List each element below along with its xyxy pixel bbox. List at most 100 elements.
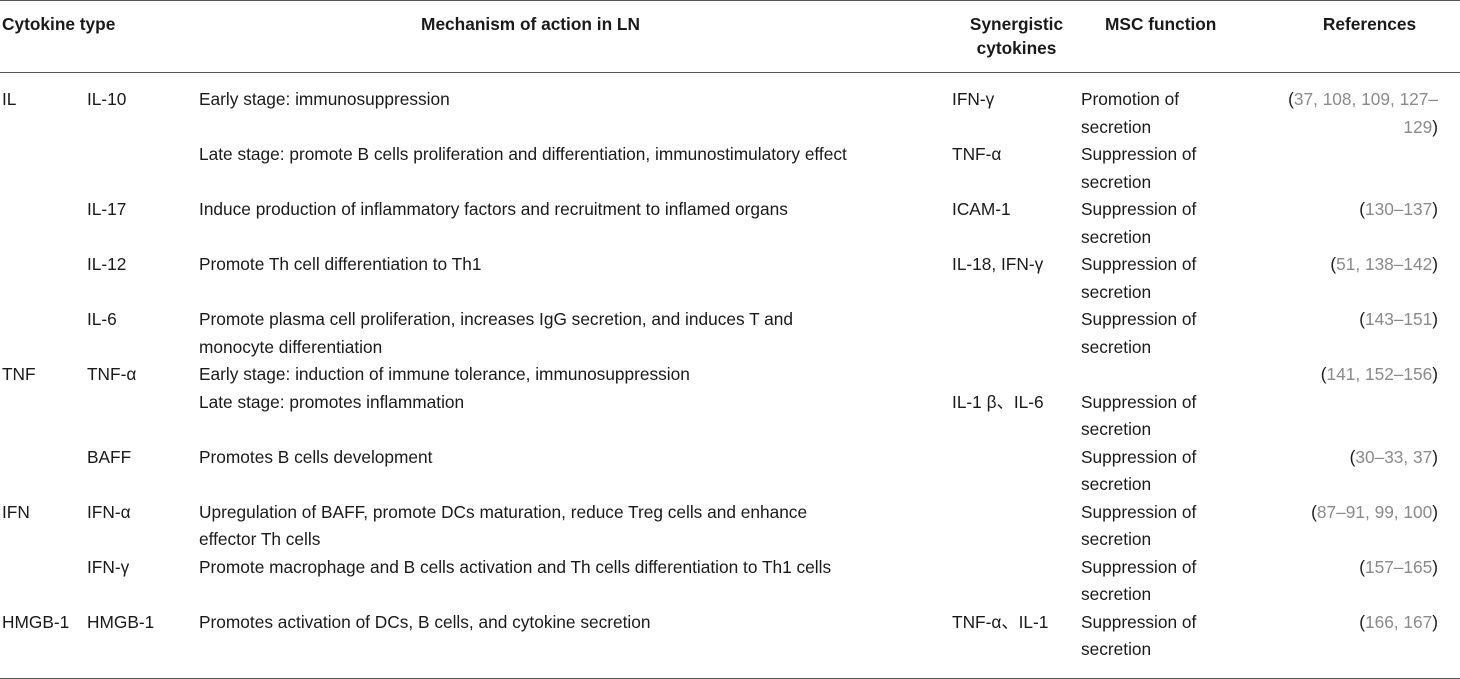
- mechanism-line2: effector Th cells: [199, 529, 321, 549]
- msc-line2: secretion: [1081, 529, 1152, 549]
- table-body: IL IL-10 Early stage: immunosuppression …: [0, 73, 1460, 678]
- reference-link[interactable]: 129: [1403, 116, 1433, 137]
- table-row: HMGB-1 HMGB-1 Promotes activation of DCs…: [0, 609, 1460, 678]
- table-header: Cytokine type Mechanism of action in LN …: [0, 0, 1460, 73]
- header-synergistic-line2: cytokines: [976, 38, 1057, 58]
- cell-references: [1259, 141, 1460, 196]
- msc-line2: secretion: [1081, 639, 1152, 659]
- msc-line1: Suppression of: [1081, 199, 1197, 219]
- cell-mechanism: Promote macrophage and B cells activatio…: [199, 556, 832, 577]
- msc-line2: secretion: [1081, 419, 1152, 439]
- cell-synergistic: TNF-α、IL-1: [952, 611, 1049, 632]
- reference-link[interactable]: 51, 138–142: [1336, 254, 1433, 274]
- reference-link[interactable]: 166, 167: [1364, 611, 1433, 632]
- cell-msc-function: Suppression of secretion: [1081, 444, 1259, 499]
- msc-line2: secretion: [1081, 584, 1152, 604]
- cell-references: (157–165): [1359, 556, 1439, 577]
- cell-synergistic: [952, 554, 1081, 609]
- cell-references: [1259, 389, 1460, 444]
- cell-msc-function: [1081, 361, 1259, 389]
- msc-line1: Suppression of: [1081, 391, 1197, 412]
- reference-link[interactable]: 87–91, 99, 100: [1316, 501, 1433, 522]
- cell-subtype: [87, 141, 199, 196]
- cell-synergistic: ICAM-1: [952, 199, 1011, 219]
- cell-type: IL: [2, 89, 17, 109]
- table-row: IFN IFN-α Upregulation of BAFF, promote …: [0, 499, 1460, 554]
- cell-type: [0, 389, 87, 444]
- table-row: IL IL-10 Early stage: immunosuppression …: [0, 73, 1460, 142]
- table-row: BAFF Promotes B cells development Suppre…: [0, 444, 1460, 499]
- cell-subtype: IFN-γ: [87, 556, 130, 577]
- cell-references: (143–151): [1359, 309, 1439, 329]
- cell-type: [0, 306, 87, 361]
- table-row: IL-6 Promote plasma cell proliferation, …: [0, 306, 1460, 361]
- reference-link[interactable]: 141, 152–156: [1326, 364, 1433, 384]
- cell-mechanism: Late stage: promotes inflammation: [199, 391, 465, 412]
- cell-subtype: IFN-α: [87, 501, 131, 522]
- cell-msc-function: Suppression of secretion: [1081, 306, 1259, 361]
- cell-synergistic: [952, 499, 1081, 554]
- cell-references: (51, 138–142): [1330, 254, 1439, 274]
- reference-link[interactable]: 143–151: [1364, 309, 1433, 329]
- msc-line1: Promotion of: [1081, 89, 1179, 109]
- cell-synergistic: [952, 444, 1081, 499]
- header-cytokine-type: Cytokine type: [2, 14, 116, 34]
- cell-msc-function: Suppression of secretion: [1081, 499, 1259, 554]
- mechanism-line2: monocyte differentiation: [199, 336, 383, 357]
- msc-line1: Suppression of: [1081, 144, 1197, 164]
- reference-link[interactable]: 157–165: [1364, 556, 1433, 577]
- table-row: Late stage: promote B cells proliferatio…: [0, 141, 1460, 196]
- mechanism-line1: Upregulation of BAFF, promote DCs matura…: [199, 501, 808, 522]
- msc-line2: secretion: [1081, 116, 1152, 137]
- cell-mechanism: Early stage: induction of immune toleran…: [199, 364, 690, 384]
- cell-subtype: TNF-α: [87, 364, 137, 384]
- cell-mechanism: Late stage: promote B cells proliferatio…: [199, 144, 847, 164]
- cell-type: TNF: [2, 364, 36, 384]
- cell-synergistic: IL-18, IFN-γ: [952, 254, 1044, 274]
- header-mechanism: Mechanism of action in LN: [421, 14, 640, 34]
- table-row: TNF TNF-α Early stage: induction of immu…: [0, 361, 1460, 389]
- cell-synergistic: IL-1 β、IL-6: [952, 391, 1044, 412]
- reference-link[interactable]: 130–137: [1364, 199, 1433, 219]
- cell-mechanism: Promote plasma cell proliferation, incre…: [199, 306, 952, 361]
- cell-subtype: IL-6: [87, 309, 117, 329]
- cell-synergistic: [952, 306, 1081, 361]
- reference-link[interactable]: 30–33, 37: [1355, 446, 1433, 467]
- cell-mechanism: Promotes activation of DCs, B cells, and…: [199, 611, 651, 632]
- cell-msc-function: Suppression of secretion: [1081, 389, 1259, 444]
- cell-references: (130–137): [1359, 199, 1439, 219]
- msc-line1: Suppression of: [1081, 556, 1197, 577]
- cell-type: IFN: [2, 501, 30, 522]
- cell-references: (141, 152–156): [1320, 364, 1439, 384]
- cell-references: (30–33, 37): [1349, 446, 1439, 467]
- cell-type: HMGB-1: [2, 611, 70, 632]
- msc-line2: secretion: [1081, 281, 1152, 302]
- table-row: Late stage: promotes inflammation IL-1 β…: [0, 389, 1460, 444]
- cell-mechanism: Upregulation of BAFF, promote DCs matura…: [199, 499, 952, 554]
- cell-synergistic: IFN-γ: [952, 89, 995, 109]
- msc-line1: Suppression of: [1081, 501, 1197, 522]
- cell-subtype: IL-17: [87, 199, 127, 219]
- cell-mechanism: Promote Th cell differentiation to Th1: [199, 254, 482, 274]
- cell-subtype: HMGB-1: [87, 611, 155, 632]
- cell-subtype: BAFF: [87, 446, 132, 467]
- msc-line2: secretion: [1081, 474, 1152, 494]
- cell-synergistic: TNF-α: [952, 144, 1002, 164]
- msc-line1: Suppression of: [1081, 309, 1197, 329]
- header-row: Cytokine type Mechanism of action in LN …: [0, 0, 1460, 73]
- table-row: IL-17 Induce production of inflammatory …: [0, 196, 1460, 251]
- cell-mechanism: Early stage: immunosuppression: [199, 89, 450, 109]
- cell-msc-function: Suppression of secretion: [1081, 196, 1259, 251]
- cell-references: (166, 167): [1359, 611, 1439, 632]
- header-synergistic-line1: Synergistic: [969, 14, 1064, 34]
- cell-msc-function: Suppression of secretion: [1081, 141, 1259, 196]
- header-msc-function: MSC function: [1105, 14, 1217, 34]
- msc-line1: Suppression of: [1081, 611, 1197, 632]
- reference-link[interactable]: 37, 108, 109, 127–: [1293, 89, 1439, 109]
- header-references: References: [1322, 14, 1417, 34]
- cell-type: [0, 196, 87, 251]
- cell-mechanism: Induce production of inflammatory factor…: [199, 199, 788, 219]
- cell-subtype: IL-10: [87, 89, 127, 109]
- msc-line1: Suppression of: [1081, 254, 1197, 274]
